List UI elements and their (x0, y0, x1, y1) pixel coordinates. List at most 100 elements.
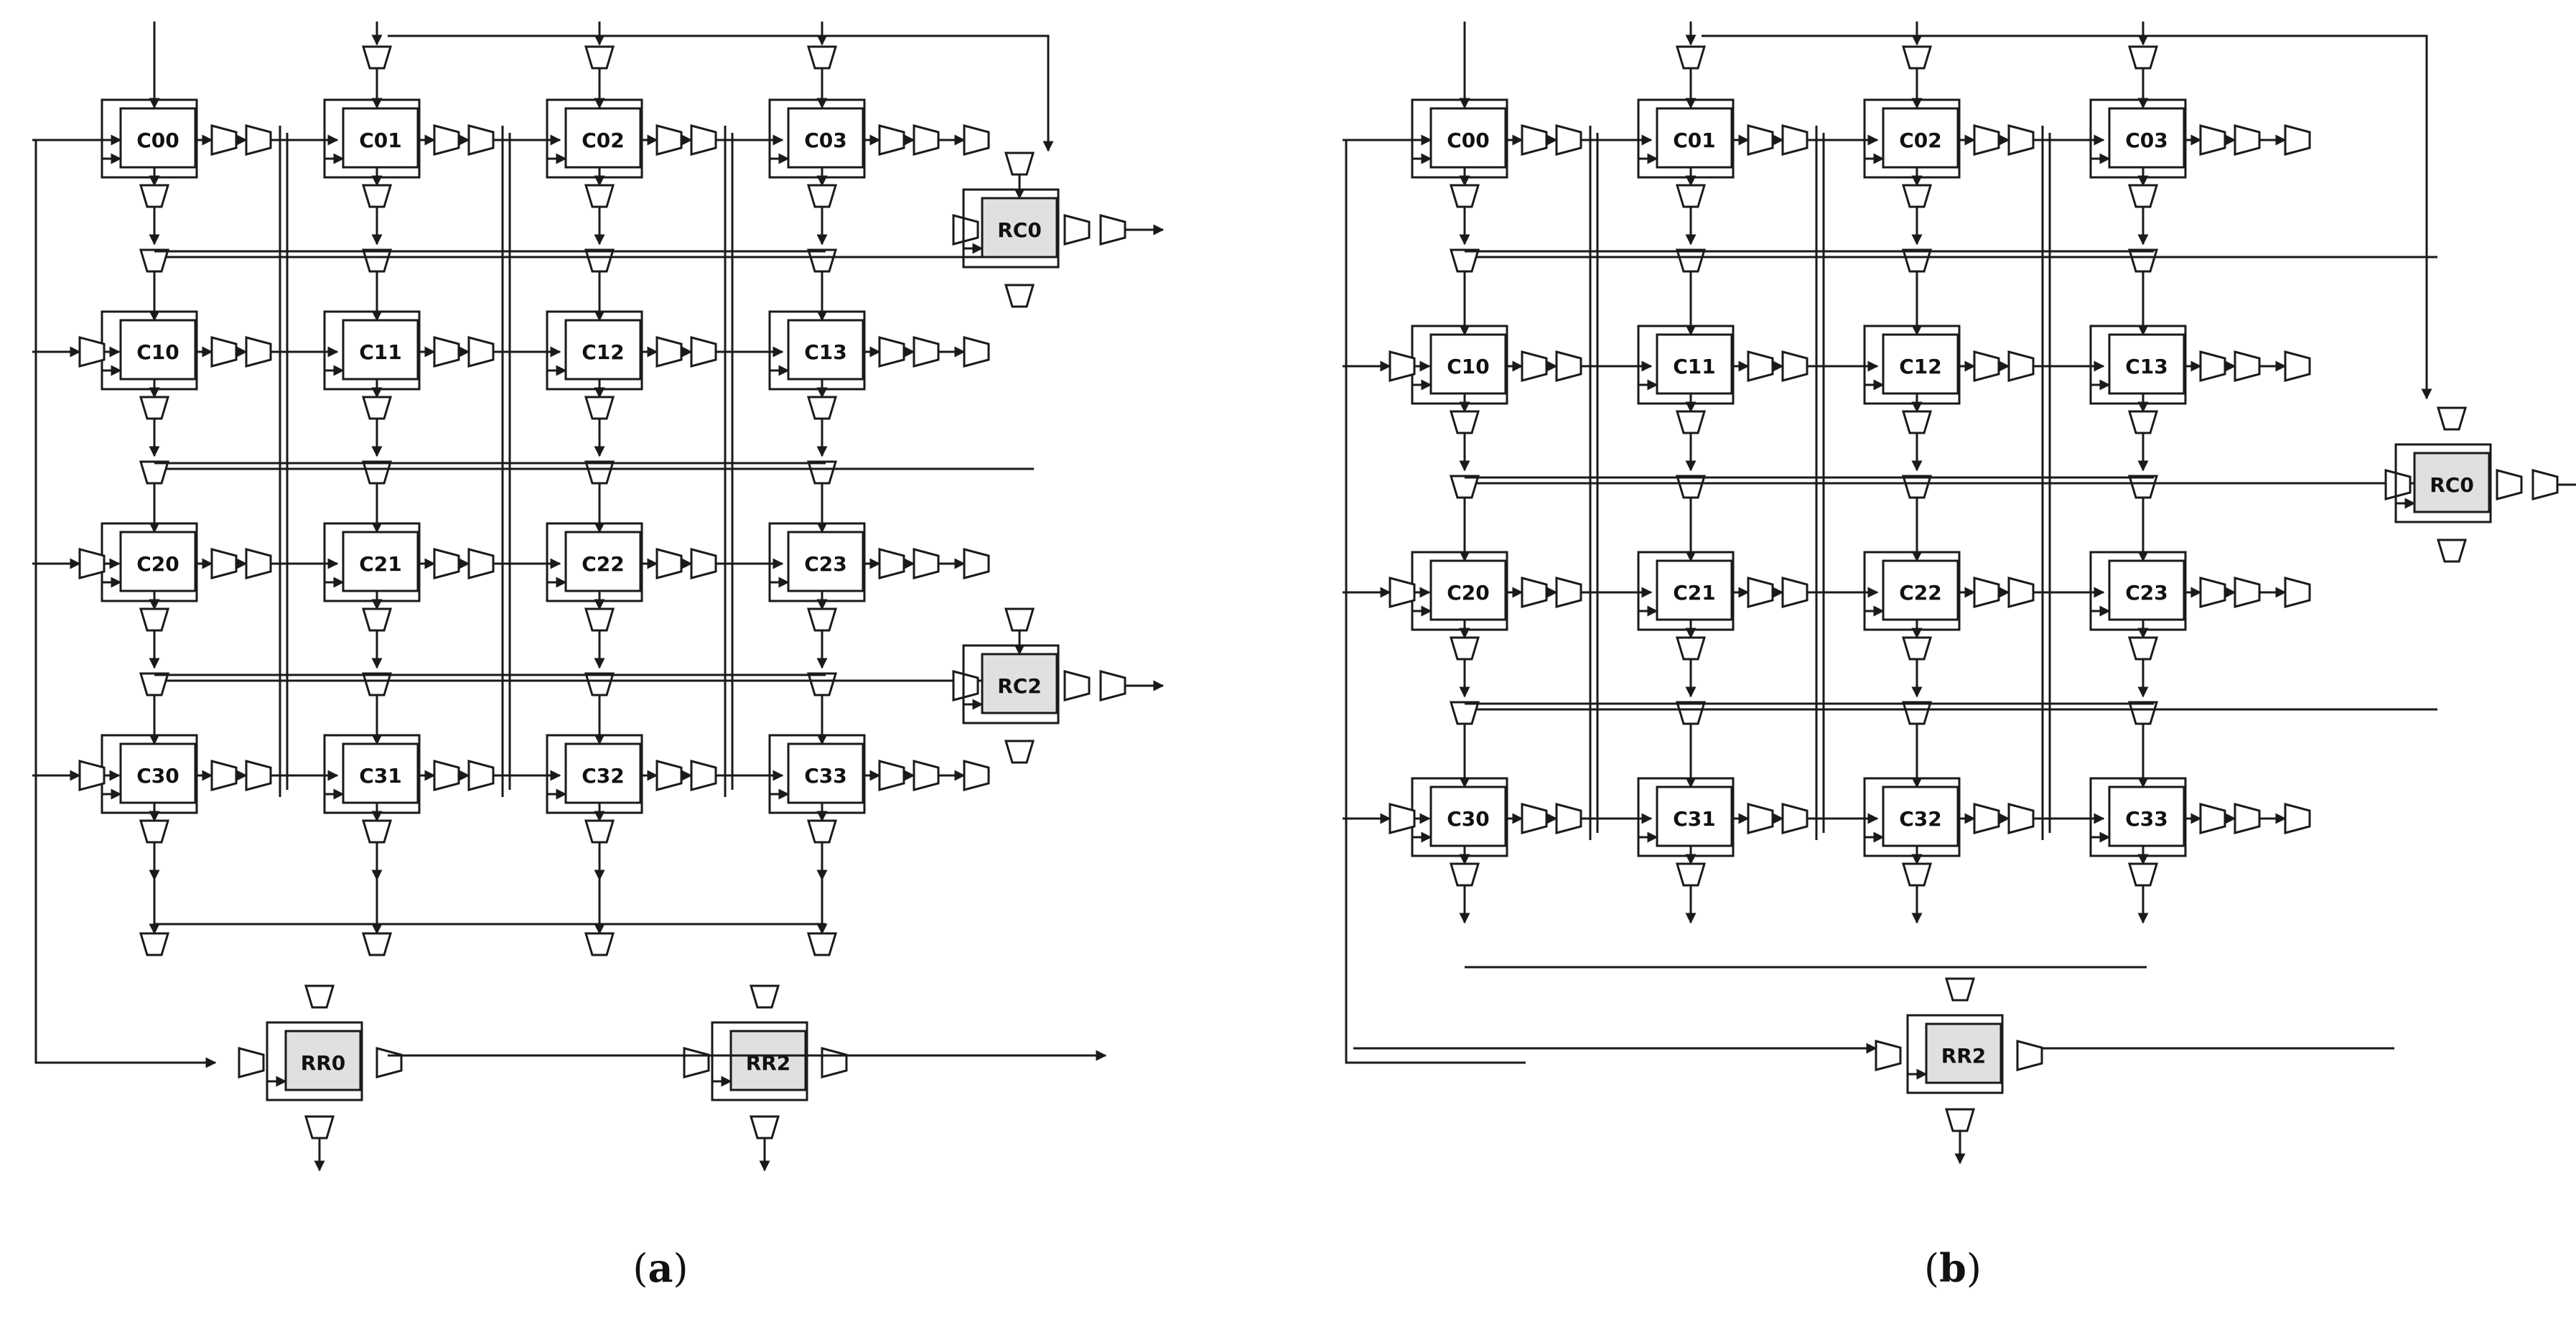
cell-c12-route-mux (690, 336, 717, 368)
result-cell-rc0-frame (962, 188, 1060, 269)
cell-c02-label: C02 (582, 129, 625, 152)
cell-c30-box (119, 742, 197, 804)
cell-c23-merge-mux (806, 672, 838, 696)
cell-c33-route-mux (2234, 803, 2261, 834)
cell-c02-box (1882, 107, 1959, 169)
cell-c01-label: C01 (1673, 129, 1716, 152)
cell-c32-route-mux (2007, 803, 2035, 834)
cell-c23-out-mux (878, 548, 905, 579)
cell-c11: C11 (323, 310, 421, 391)
cell-c30-route-mux (245, 760, 272, 791)
result-cell-rc0-out-mux (1063, 214, 1091, 246)
cell-c13-label: C13 (2125, 355, 2168, 378)
cell-c01-out-mux (1747, 124, 1774, 156)
cell-c33-down-mux (806, 819, 838, 844)
cell-c20-down-mux (1449, 636, 1480, 661)
cell-c11-route-mux (467, 336, 495, 368)
panel-b-caption: (b) (1924, 1245, 1982, 1291)
cell-c10-label: C10 (136, 340, 179, 364)
cell-c03-out-mux (878, 124, 905, 156)
top-bus-wire (388, 34, 1054, 152)
cell-c11-out-mux (433, 336, 460, 368)
cell-c02-merge-mux (1901, 248, 1933, 273)
cell-c01: C01 (1637, 98, 1735, 179)
cell-c00-merge-mux (1449, 248, 1480, 273)
cell-c01-route-mux (1781, 124, 1809, 156)
cell-c20-merge-mux (139, 672, 170, 696)
top-bus-wire (1702, 34, 2432, 400)
result-cell-rc0-bottom-mux (1004, 284, 1035, 308)
cell-c03-down-mux (2127, 184, 2159, 208)
cell-c23-down-mux (2127, 636, 2159, 661)
cell-c02-label: C02 (1899, 129, 1942, 152)
cell-c22-merge-mux (1901, 701, 1933, 725)
cell-c03-out-mux (2199, 124, 2226, 156)
cell-c01-box (1656, 107, 1733, 169)
cell-c13-merge-mux (806, 460, 838, 485)
cell-c31-down-mux (1675, 862, 1707, 887)
cell-c01-out-mux (433, 124, 460, 156)
cell-c10-route-mux (1555, 350, 1582, 382)
cell-c21-merge-mux (361, 672, 393, 696)
cell-c12: C12 (1863, 325, 1961, 405)
cell-c22-label: C22 (582, 552, 625, 576)
row1-right-mux (963, 336, 990, 368)
result-cell-rc2-bottom-mux (1004, 740, 1035, 764)
cell-c13-route-mux (2234, 350, 2261, 382)
cell-c12-merge-mux (584, 460, 615, 485)
cell-c00-route-mux (1555, 124, 1582, 156)
result-cell-rc0-bottom-mux (2436, 539, 2468, 563)
cell-c32-down-mux (1901, 862, 1933, 887)
result-cell-rc0-in-mux (952, 214, 979, 246)
result-cell-rr0-top-mux (304, 984, 335, 1009)
cell-c13-down-mux (2127, 410, 2159, 434)
cell-c22-route-mux (690, 548, 717, 579)
cell-c33-box (2108, 786, 2185, 847)
cell-c12-down-mux (584, 396, 615, 420)
cell-c31-route-mux (467, 760, 495, 791)
cell-c33: C33 (768, 734, 866, 814)
cell-c01-merge-mux (361, 248, 393, 273)
cell-c03-merge-mux (2127, 248, 2159, 273)
result-cell-rr0: RR0 (266, 1021, 363, 1101)
cell-c21-out-mux (433, 548, 460, 579)
cell-c11-label: C11 (1673, 355, 1716, 378)
cell-c02-route-mux (2007, 124, 2035, 156)
cell-c23-box (2108, 559, 2185, 621)
cell-c21-box (1656, 559, 1733, 621)
left-bus-wire (1345, 140, 1526, 1064)
cell-c21-box (342, 531, 419, 592)
cell-c32-box (564, 742, 642, 804)
panel-a-caption: (a) (633, 1245, 688, 1291)
cell-c32-route-mux (690, 760, 717, 791)
result-cell-rr2-frame (1906, 1014, 2004, 1094)
cell-c12-label: C12 (1899, 355, 1942, 378)
cell-c01: C01 (323, 98, 421, 179)
result-cell-rc0-in-mux (2384, 469, 2412, 500)
cell-c20-out-mux (1521, 577, 1548, 608)
cell-c12-box (1882, 333, 1959, 395)
top-mux (2127, 45, 2159, 70)
cell-c02-down-mux (584, 184, 615, 208)
cell-c31: C31 (323, 734, 421, 814)
cell-c30-down-mux (139, 819, 170, 844)
cell-c23-out-mux (2199, 577, 2226, 608)
cell-c11-out-mux (1747, 350, 1774, 382)
cell-c02-route-mux (690, 124, 717, 156)
cell-c10-box (1429, 333, 1507, 395)
cell-c12-label: C12 (582, 340, 625, 364)
top-mux (1901, 45, 1933, 70)
result-cell-rr2-in-mux (683, 1047, 710, 1078)
cell-c03-label: C03 (2125, 129, 2168, 152)
top-mux (806, 45, 838, 70)
cell-c31-route-mux (1781, 803, 1809, 834)
cell-c30-label: C30 (1447, 807, 1490, 831)
result-cell-rc0-out2-mux (1099, 214, 1126, 246)
cell-c00: C00 (1411, 98, 1508, 179)
cell-c33-route-mux (913, 760, 940, 791)
cell-c10-out-mux (210, 336, 238, 368)
cell-c10-route-mux (245, 336, 272, 368)
